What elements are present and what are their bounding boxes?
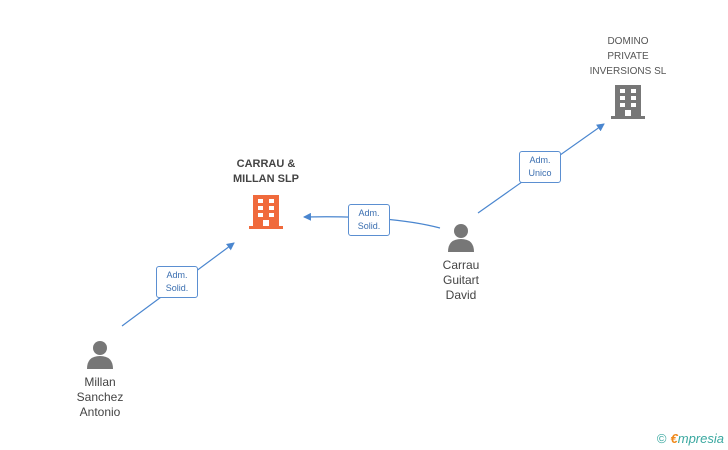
edge-role-line2: Solid. xyxy=(165,283,189,293)
person-name-line2: Sanchez xyxy=(76,390,124,404)
company-node-domino[interactable]: DOMINO PRIVATE INVERSIONS SL xyxy=(578,34,678,119)
company-name-line1: DOMINO xyxy=(607,36,649,47)
company-name-line2: PRIVATE xyxy=(607,51,649,62)
company-name-line3: INVERSIONS SL xyxy=(589,66,667,77)
person-node-carrau-guitart[interactable]: Carrau Guitart David xyxy=(421,222,501,303)
person-icon xyxy=(448,224,474,252)
edge-label-guitart-to-domino[interactable]: Adm. Unico xyxy=(519,151,561,183)
person-name-line1: Millan xyxy=(84,375,116,389)
person-name-line3: David xyxy=(445,288,477,302)
brand-e-logo: € xyxy=(670,431,678,446)
copyright-symbol: © xyxy=(656,431,667,446)
person-name-line2: Guitart xyxy=(442,273,479,287)
company-node-carrau-millan[interactable]: CARRAU & MILLAN SLP xyxy=(206,157,326,229)
person-icon xyxy=(87,341,113,369)
building-icon xyxy=(249,195,283,229)
empresia-watermark: ©€mpresia xyxy=(657,431,724,446)
edge-label-guitart-to-carrau[interactable]: Adm. Solid. xyxy=(348,204,390,236)
edge-label-millan-to-carrau[interactable]: Adm. Solid. xyxy=(156,266,198,298)
company-name-line1: CARRAU & xyxy=(236,158,296,170)
person-node-millan-sanchez[interactable]: Millan Sanchez Antonio xyxy=(60,339,140,420)
building-icon xyxy=(611,85,645,119)
person-name-line3: Antonio xyxy=(79,405,121,419)
edge-role-line1: Adm. xyxy=(358,208,380,218)
edge-role-line2: Solid. xyxy=(357,221,381,231)
edge-role-line2: Unico xyxy=(528,168,552,178)
person-name-line1: Carrau xyxy=(442,258,480,272)
edge-role-line1: Adm. xyxy=(166,270,188,280)
edge-role-line1: Adm. xyxy=(529,155,551,165)
company-name-line2: MILLAN SLP xyxy=(233,173,299,185)
brand-name: mpresia xyxy=(677,431,724,446)
